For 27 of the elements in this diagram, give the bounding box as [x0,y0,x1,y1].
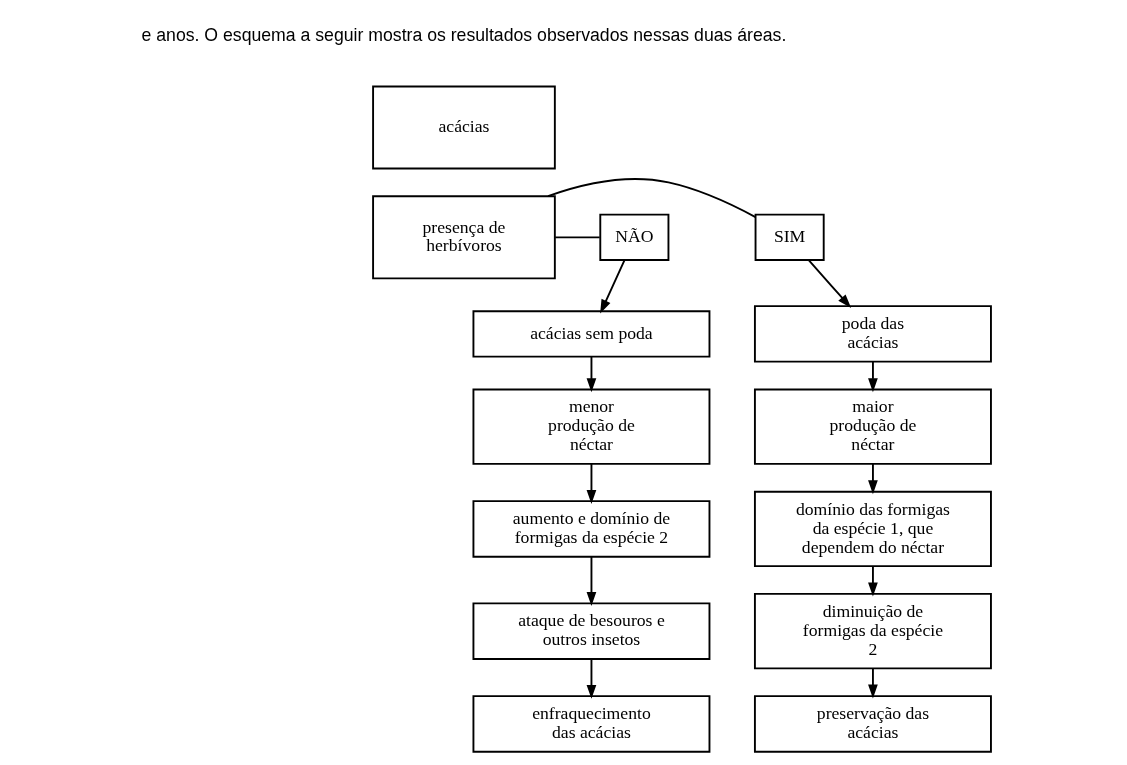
node-box: acácias [371,85,556,170]
node-box: enfraquecimento das acácias [472,695,710,753]
arrow [586,555,596,606]
arrow [586,658,596,699]
arrow [586,356,596,393]
connector [553,236,601,239]
node-box: diminuição de formigas da espécie 2 [753,592,992,670]
node-box: domínio das formigas da espécie 1, que dependem do néctar [753,490,992,568]
node-box: SIM [754,213,825,261]
node-box: maior produção de néctar [753,388,992,465]
arrow [867,360,878,393]
arrow [807,259,851,309]
node-box: ataque de besouros e outros insetos [472,602,710,660]
arrow [867,565,878,597]
arrow [599,259,625,314]
arrow [586,463,596,504]
node-box: poda das acácias [753,305,992,363]
label: e anos. O esquema a seguir mostra os resultados observados nessas duas áreas. [141,24,786,45]
arrow [867,667,878,699]
node-box: menor produção de néctar [472,388,710,465]
node-box: aumento e domínio de formigas da espécie 2 [472,500,710,558]
node-box: NÃO [598,213,669,261]
node-box: presença de herbívoros [371,195,556,280]
node-box: preservação das acácias [753,695,992,753]
node-box: acácias sem poda [472,310,710,358]
arrow [867,463,878,495]
connector [546,178,756,219]
